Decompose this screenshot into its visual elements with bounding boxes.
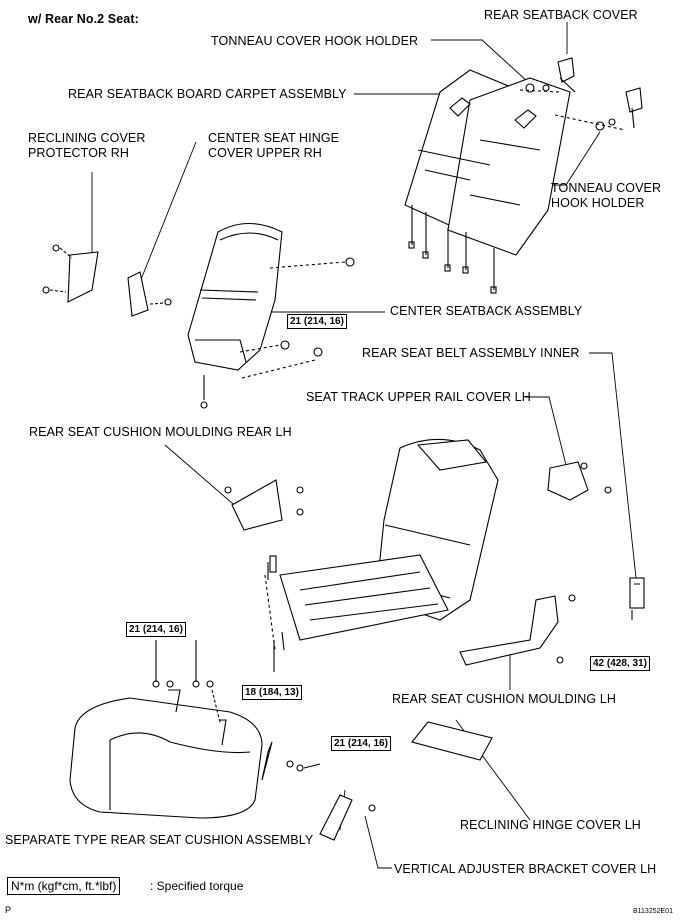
label-center-seatback: CENTER SEATBACK ASSEMBLY [390,304,583,318]
torque-spec-adjuster: 21 (214, 16) [331,736,391,751]
diagram-title: w/ Rear No.2 Seat: [28,12,139,26]
torque-legend-text: : Specified torque [150,879,244,893]
label-cushion-moulding-rear: REAR SEAT CUSHION MOULDING REAR LH [29,425,292,439]
seat-belt-inner [629,577,645,620]
label-cushion-moulding-lh: REAR SEAT CUSHION MOULDING LH [392,692,616,706]
center-seat-hinge-cover [127,271,172,317]
label-vertical-adjuster: VERTICAL ADJUSTER BRACKET COVER LH [394,862,657,876]
label-reclining-hinge-cover: RECLINING HINGE COVER LH [460,818,641,832]
label-separate-cushion: SEPARATE TYPE REAR SEAT CUSHION ASSEMBLY [5,833,314,847]
torque-legend-unit: N*m (kgf*cm, ft.*lbf) [7,877,121,895]
separate-cushion [69,640,273,819]
cushion-moulding-lh [459,594,576,666]
figure-id: B113252E01 [633,908,673,915]
label-seat-track-cover: SEAT TRACK UPPER RAIL COVER LH [306,390,531,404]
torque-spec-seatback: 21 (214, 16) [287,314,347,329]
page-mark: P [5,905,12,915]
vertical-adjuster-cover [286,760,376,841]
center-seatback [187,223,355,409]
label-tonneau-hook-holder-right: TONNEAU COVER HOOK HOLDER [551,181,662,210]
seat-track-cover [547,461,612,501]
seatback-board-panels [404,69,571,294]
label-center-seat-hinge-cover: CENTER SEAT HINGE COVER UPPER RH [208,131,340,160]
label-rear-seatback-board: REAR SEATBACK BOARD CARPET ASSEMBLY [68,87,347,101]
label-rear-seatback-cover: REAR SEATBACK COVER [484,8,638,22]
cushion-moulding-rear [224,479,304,531]
label-reclining-cover-protector: RECLINING COVER PROTECTOR RH [28,131,146,160]
torque-spec-cushion-top: 21 (214, 16) [126,622,186,637]
label-tonneau-hook-holder-top: TONNEAU COVER HOOK HOLDER [211,34,419,48]
hook-holders [519,57,643,131]
reclining-hinge-cover [411,721,493,761]
torque-spec-frame: 18 (184, 13) [242,685,302,700]
label-rear-seat-belt: REAR SEAT BELT ASSEMBLY INNER [362,346,580,360]
main-seat [264,438,499,672]
torque-spec-seat-belt: 42 (428, 31) [590,656,650,671]
reclining-cover-protector [42,244,99,303]
